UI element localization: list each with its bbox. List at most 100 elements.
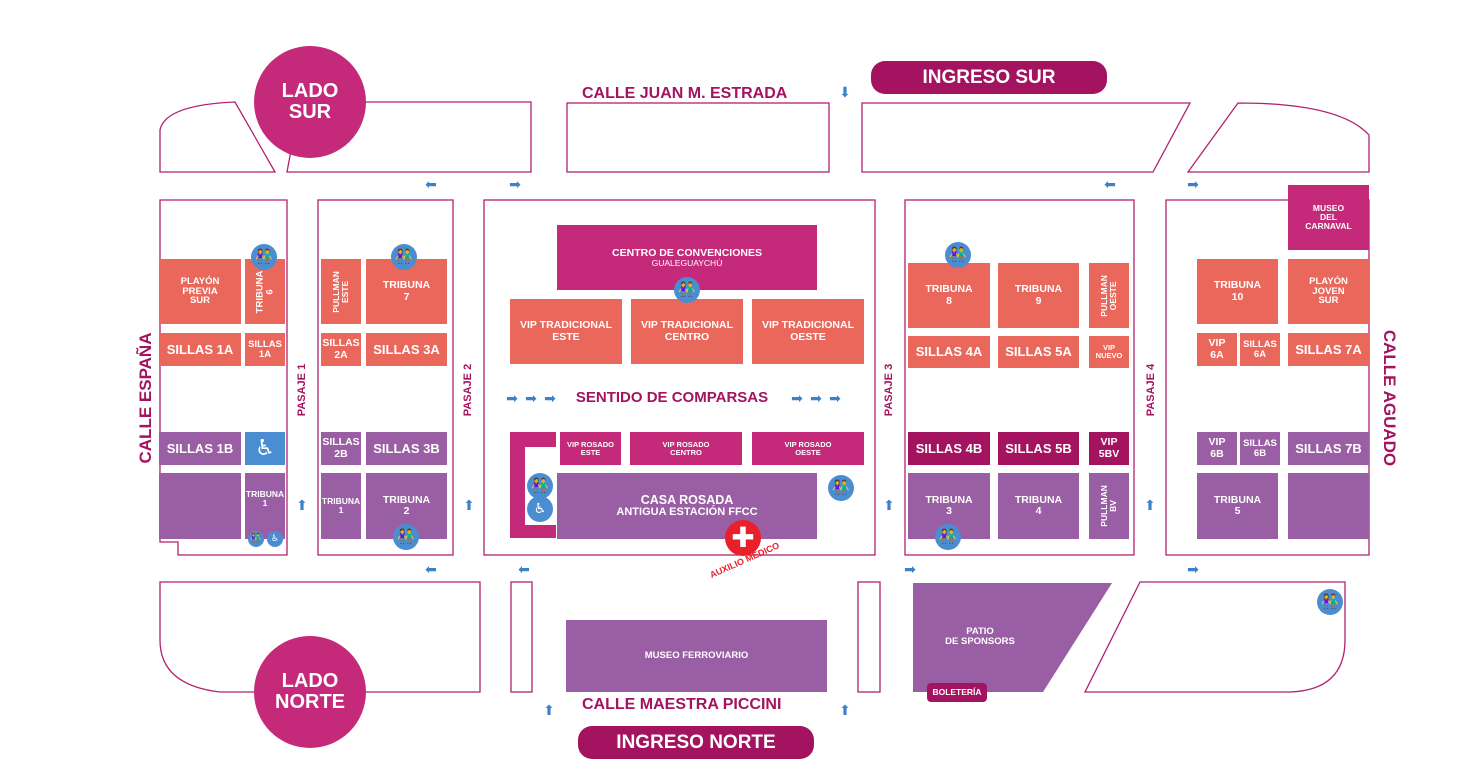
arrow-right-icon: ➡ bbox=[791, 391, 803, 407]
tribuna-8: TRIBUNA 8 bbox=[908, 263, 990, 328]
restroom-icon: 👫 bbox=[1317, 589, 1343, 615]
vip-6b: VIP 6B bbox=[1197, 432, 1237, 465]
arrow-right-icon: ➡ bbox=[810, 391, 822, 407]
pasaje-2-label: PASAJE 2 bbox=[462, 363, 474, 417]
sillas-2b: SILLAS 2B bbox=[321, 432, 361, 465]
arrow-left-icon: ⬅ bbox=[1104, 177, 1116, 193]
arrow-up-icon: ⬆ bbox=[296, 498, 308, 514]
arrow-down-icon: ⬇ bbox=[839, 85, 851, 101]
sillas-3b: SILLAS 3B bbox=[366, 432, 447, 465]
museo-del-carnaval: MUSEO DEL CARNAVAL bbox=[1288, 185, 1369, 250]
outline-block bbox=[566, 102, 830, 173]
pasaje-4-label: PASAJE 4 bbox=[1145, 363, 1157, 417]
sillas-2a: SILLAS 2A bbox=[321, 333, 361, 366]
lado-norte-badge: LADO NORTE bbox=[254, 636, 366, 748]
tribuna-1-col1: TRIBUNA 1 bbox=[245, 473, 285, 539]
tribuna-3: TRIBUNA 3 bbox=[908, 473, 990, 539]
pullman-oeste: PULLMAN OESTE bbox=[1089, 263, 1129, 328]
unnamed-purple-block-right bbox=[1288, 473, 1369, 539]
vip-nuevo: VIP NUEVO bbox=[1089, 336, 1129, 368]
arrow-up-icon: ⬆ bbox=[839, 703, 851, 719]
restroom-icon: 👫 bbox=[828, 475, 854, 501]
outline-block bbox=[1186, 102, 1370, 173]
outline-block bbox=[861, 102, 1192, 173]
ingreso-sur-pill: INGRESO SUR bbox=[871, 61, 1107, 94]
pullman-bv: PULLMAN BV bbox=[1089, 473, 1129, 539]
ingreso-norte-pill: INGRESO NORTE bbox=[578, 726, 814, 759]
tribuna-5: TRIBUNA 5 bbox=[1197, 473, 1278, 539]
vip-tradicional-oeste: VIP TRADICIONAL OESTE bbox=[752, 299, 864, 364]
outline-block bbox=[1083, 581, 1346, 693]
sillas-1a-small: SILLAS 1A bbox=[245, 333, 285, 366]
arrow-right-icon: ➡ bbox=[506, 391, 518, 407]
street-label-top: CALLE JUAN M. ESTRADA bbox=[582, 85, 788, 102]
pullman-este: PULLMAN ESTE bbox=[321, 259, 361, 324]
arrow-up-icon: ⬆ bbox=[1144, 498, 1156, 514]
arrow-right-icon: ➡ bbox=[544, 391, 556, 407]
arrow-right-icon: ➡ bbox=[509, 177, 521, 193]
vip-tradicional-este: VIP TRADICIONAL ESTE bbox=[510, 299, 622, 364]
sillas-3a: SILLAS 3A bbox=[366, 333, 447, 366]
restroom-icon: 👫 bbox=[674, 277, 700, 303]
playon-previa-sur: PLAYÓN PREVIA SUR bbox=[159, 259, 241, 324]
casa-rosada: CASA ROSADA ANTIGUA ESTACIÓN FFCC bbox=[557, 473, 817, 539]
patio-sponsors-shape bbox=[913, 583, 1112, 692]
tribuna-1-col2: TRIBUNA 1 bbox=[321, 473, 361, 539]
wheelchair-icon: ♿ bbox=[267, 531, 283, 547]
sentido-de-comparsas: SENTIDO DE COMPARSAS bbox=[575, 389, 769, 407]
lado-sur-badge: LADO SUR bbox=[254, 46, 366, 158]
restroom-icon: 👫 bbox=[251, 244, 277, 270]
vip-rosado-este: VIP ROSADO ESTE bbox=[560, 432, 621, 465]
arrow-up-icon: ⬆ bbox=[543, 703, 555, 719]
tribuna-10: TRIBUNA 10 bbox=[1197, 259, 1278, 324]
arrow-right-icon: ➡ bbox=[1187, 177, 1199, 193]
outline-block bbox=[483, 199, 876, 556]
outline-block bbox=[857, 581, 881, 693]
outline-block bbox=[159, 199, 288, 556]
arrow-up-icon: ⬆ bbox=[883, 498, 895, 514]
sillas-6a: SILLAS 6A bbox=[1240, 333, 1280, 366]
sillas-4a: SILLAS 4A bbox=[908, 336, 990, 368]
sillas-7b: SILLAS 7B bbox=[1288, 432, 1369, 465]
sillas-1b: SILLAS 1B bbox=[159, 432, 241, 465]
medical-cross-icon: ✚ bbox=[725, 520, 761, 556]
casa-rosada-annex bbox=[510, 432, 556, 538]
arrow-right-icon: ➡ bbox=[829, 391, 841, 407]
playon-joven-sur: PLAYÓN JOVEN SUR bbox=[1288, 259, 1369, 324]
pasaje-1-label: PASAJE 1 bbox=[296, 363, 308, 417]
arrow-left-icon: ⬅ bbox=[425, 177, 437, 193]
vip-6a: VIP 6A bbox=[1197, 333, 1237, 366]
restroom-icon: 👫 bbox=[527, 473, 553, 499]
vip-rosado-centro: VIP ROSADO CENTRO bbox=[630, 432, 742, 465]
outline-block bbox=[159, 101, 277, 173]
sillas-7a: SILLAS 7A bbox=[1288, 333, 1369, 366]
patio-de-sponsors: PATIO DE SPONSORS bbox=[945, 626, 1015, 647]
street-label-right: CALLE AGUADO bbox=[1380, 329, 1399, 467]
boleteria: BOLETERÍA bbox=[927, 683, 987, 702]
vip-rosado-oeste: VIP ROSADO OESTE bbox=[752, 432, 864, 465]
restroom-icon: 👫 bbox=[248, 531, 264, 547]
museo-ferroviario: MUSEO FERROVIARIO bbox=[566, 620, 827, 692]
tribuna-9: TRIBUNA 9 bbox=[998, 263, 1079, 328]
unnamed-purple-block bbox=[159, 473, 241, 539]
wheelchair-icon: ♿ bbox=[527, 496, 553, 522]
outline-block bbox=[904, 199, 1135, 556]
restroom-icon: 👫 bbox=[393, 524, 419, 550]
sillas-5a: SILLAS 5A bbox=[998, 336, 1079, 368]
wheelchair-icon: ♿ bbox=[245, 432, 285, 465]
tribuna-7: TRIBUNA 7 bbox=[366, 259, 447, 324]
street-label-bottom: CALLE MAESTRA PICCINI bbox=[582, 696, 782, 713]
arrow-right-icon: ➡ bbox=[525, 391, 537, 407]
restroom-icon: 👫 bbox=[935, 524, 961, 550]
vip-tradicional-centro: VIP TRADICIONAL CENTRO bbox=[631, 299, 743, 364]
arrow-left-icon: ⬅ bbox=[518, 562, 530, 578]
outline-block bbox=[317, 199, 454, 556]
street-label-left: CALLE ESPAÑA bbox=[136, 332, 155, 464]
arrow-left-icon: ⬅ bbox=[425, 562, 437, 578]
sillas-1a: SILLAS 1A bbox=[159, 333, 241, 366]
arrow-right-icon: ➡ bbox=[904, 562, 916, 578]
restroom-icon: 👫 bbox=[391, 244, 417, 270]
outline-block bbox=[510, 581, 533, 693]
arrow-right-icon: ➡ bbox=[1187, 562, 1199, 578]
